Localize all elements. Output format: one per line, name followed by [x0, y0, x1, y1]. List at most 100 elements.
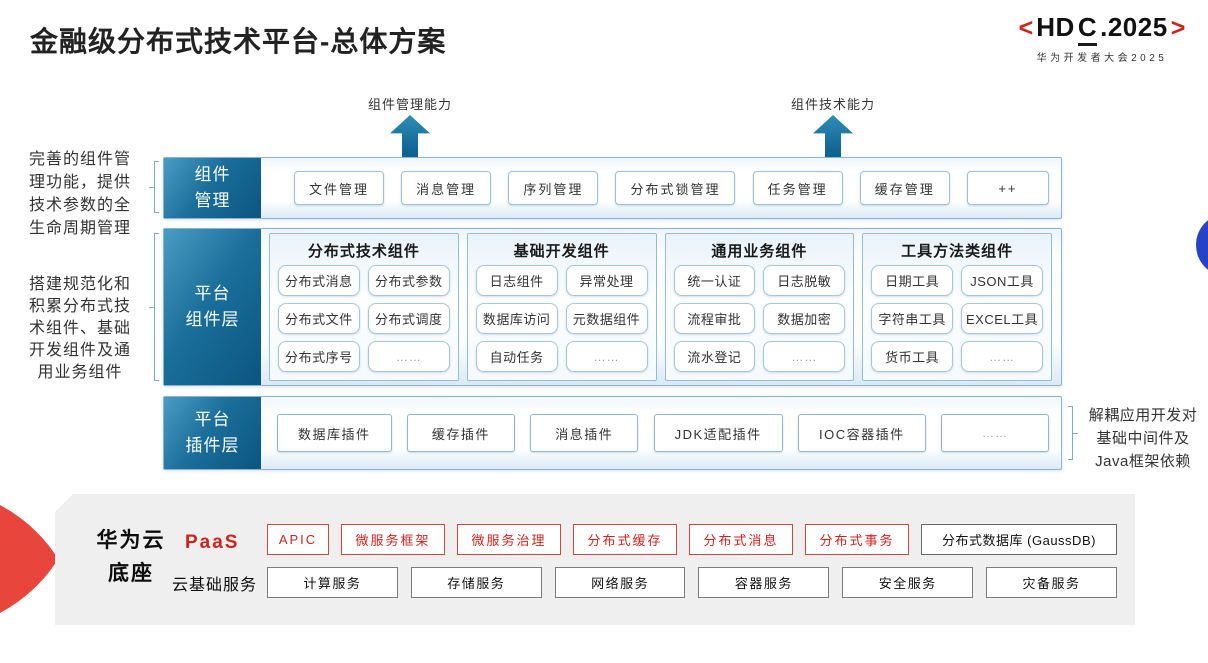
logo-subtitle: 华为开发者大会2025	[1036, 53, 1168, 64]
component-box: JSON工具	[961, 265, 1043, 296]
layer-content: 分布式技术组件 分布式消息 分布式参数 分布式文件 分布式调度 分布式序号 ………	[269, 229, 1052, 385]
component-box-more: ……	[565, 341, 648, 372]
label-line: 管理	[194, 191, 231, 210]
component-box: 任务管理	[752, 171, 843, 205]
component-box-more: ……	[763, 341, 846, 372]
left-bracket-row2	[149, 233, 159, 381]
logo-text-c: C	[1077, 12, 1098, 46]
group-common-business: 通用业务组件 统一认证 日志脱敏 流程审批 数据加密 流水登记 ……	[664, 233, 855, 381]
component-box: 字符串工具	[871, 303, 954, 334]
note-line: 基础中间件及	[1096, 430, 1190, 447]
paas-box: 微服务框架	[341, 524, 445, 555]
paas-label: PaaS	[185, 532, 240, 553]
group-title: 分布式技术组件	[307, 243, 420, 260]
component-box: 货币工具	[871, 341, 954, 372]
cloud-service-box: 网络服务	[554, 567, 686, 598]
component-box: 统一认证	[673, 265, 756, 296]
note-component-management: 完善的组件管 理功能，提供 技术参数的全 生命周期管理	[4, 148, 156, 240]
label-line: 华为云	[96, 529, 166, 552]
component-box: 分布式参数	[367, 265, 450, 296]
group-title: 工具方法类组件	[901, 243, 1014, 260]
up-arrow-icon	[390, 115, 430, 161]
group-distributed-tech: 分布式技术组件 分布式消息 分布式参数 分布式文件 分布式调度 分布式序号 ……	[269, 233, 459, 381]
cloud-service-box: 灾备服务	[986, 567, 1117, 598]
note-line: 理功能，提供	[28, 174, 131, 191]
component-box: 日期工具	[871, 265, 954, 296]
component-box: 分布式调度	[367, 303, 450, 334]
label-line: 平台	[194, 410, 231, 429]
note-line: 技术参数的全	[28, 197, 131, 214]
left-bracket-row1	[149, 161, 159, 213]
label-line: 组件层	[185, 310, 240, 329]
note-line: 解耦应用开发对	[1088, 407, 1198, 424]
component-box: 数据库访问	[475, 303, 558, 334]
capability-technology: 组件技术能力	[758, 94, 908, 161]
group-basic-dev: 基础开发组件 日志组件 异常处理 数据库访问 元数据组件 自动任务 ……	[466, 233, 657, 381]
layer-content: 文件管理 消息管理 序列管理 分布式锁管理 任务管理 缓存管理 ++	[294, 158, 1049, 218]
component-box: EXCEL工具	[961, 303, 1043, 334]
paas-box: 分布式事务	[805, 524, 909, 555]
component-box: 分布式文件	[278, 303, 360, 334]
logo-text-year: .2025	[1100, 12, 1168, 42]
note-component-accumulation: 搭建规范化和 积累分布式技 术组件、基础 开发组件及通 用业务组件	[4, 274, 156, 384]
component-box-more: ……	[367, 341, 450, 372]
component-box: 数据加密	[763, 303, 846, 334]
note-line: 积累分布式技	[28, 298, 131, 315]
logo-left-bracket: <	[1018, 14, 1034, 42]
component-box: 日志脱敏	[763, 265, 846, 296]
cloud-service-box: 计算服务	[267, 567, 398, 598]
paas-box: 分布式消息	[689, 524, 793, 555]
note-line: 完善的组件管	[28, 151, 131, 168]
group-title: 通用业务组件	[711, 243, 808, 260]
component-box: 文件管理	[294, 171, 385, 205]
cloud-service-box: 安全服务	[842, 567, 974, 598]
note-decoupling: 解耦应用开发对 基础中间件及 Java框架依赖	[1078, 404, 1208, 473]
layer-content: 数据库插件 缓存插件 消息插件 JDK适配插件 IOC容器插件 ……	[277, 397, 1049, 469]
note-line: 用业务组件	[37, 364, 123, 381]
component-box: 消息管理	[401, 171, 492, 205]
component-box-more: ……	[961, 341, 1043, 372]
note-line: Java框架依赖	[1095, 453, 1191, 470]
group-tool-methods: 工具方法类组件 日期工具 JSON工具 字符串工具 EXCEL工具 货币工具 ……	[862, 233, 1052, 381]
paas-box: 分布式缓存	[573, 524, 677, 555]
cloud-base-row: 计算服务 存储服务 网络服务 容器服务 安全服务 灾备服务	[267, 567, 1117, 598]
layer-label-platform-plugins: 平台 插件层	[164, 397, 261, 469]
component-box: 异常处理	[565, 265, 648, 296]
blue-circle-decoration	[1196, 214, 1208, 276]
logo-right-bracket: >	[1170, 14, 1186, 42]
page-title: 金融级分布式技术平台-总体方案	[30, 26, 447, 57]
capability-management: 组件管理能力	[335, 94, 485, 161]
component-box: 分布式锁管理	[615, 171, 736, 205]
component-box: 分布式序号	[278, 341, 360, 372]
plugin-box: IOC容器插件	[798, 414, 926, 452]
label-line: 组件	[194, 165, 231, 184]
component-box: 缓存管理	[859, 171, 950, 205]
cloud-base-label: 云基础服务	[172, 577, 258, 594]
component-box: 序列管理	[508, 171, 599, 205]
component-box: 流程审批	[673, 303, 756, 334]
note-line: 生命周期管理	[28, 220, 131, 237]
right-bracket-row3	[1068, 406, 1078, 460]
component-box: 自动任务	[475, 341, 558, 372]
label-line: 平台	[194, 284, 231, 303]
group-grid: 统一认证 日志脱敏 流程审批 数据加密 流水登记 ……	[673, 265, 846, 372]
component-box: ++	[966, 171, 1049, 205]
group-grid: 分布式消息 分布式参数 分布式文件 分布式调度 分布式序号 ……	[278, 265, 450, 372]
paas-box: 微服务治理	[457, 524, 561, 555]
huawei-cloud-foundation: 华为云 底座 PaaS 云基础服务 APIC 微服务框架 微服务治理 分布式缓存…	[55, 494, 1135, 625]
note-line: 术组件、基础	[28, 320, 131, 337]
plugin-box: 消息插件	[530, 414, 639, 452]
component-box: 分布式消息	[278, 265, 360, 296]
group-grid: 日期工具 JSON工具 字符串工具 EXCEL工具 货币工具 ……	[871, 265, 1043, 372]
note-line: 搭建规范化和	[28, 276, 131, 293]
component-box: 日志组件	[475, 265, 558, 296]
cloud-service-box: 容器服务	[698, 567, 830, 598]
paas-row: APIC 微服务框架 微服务治理 分布式缓存 分布式消息 分布式事务 分布式数据…	[267, 524, 1117, 555]
cloud-service-box: 存储服务	[410, 567, 542, 598]
note-line: 开发组件及通	[28, 342, 131, 359]
capability-technology-label: 组件技术能力	[790, 97, 875, 112]
paas-box: APIC	[267, 524, 329, 555]
layer-label-component-management: 组件 管理	[164, 158, 261, 218]
